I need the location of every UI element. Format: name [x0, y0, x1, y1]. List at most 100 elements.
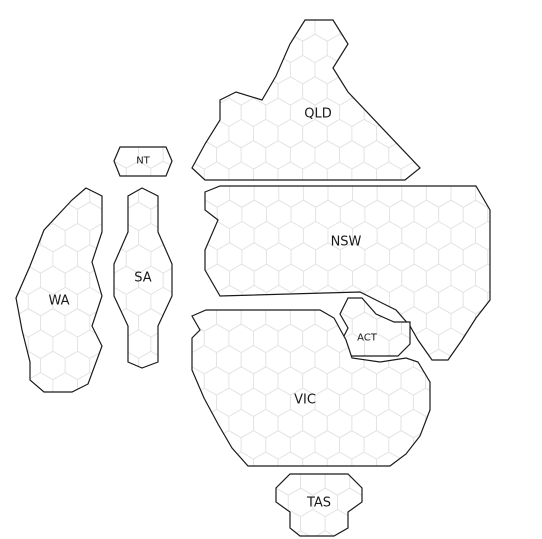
wa-hex-cells — [0, 188, 102, 401]
hex-cell — [462, 186, 489, 187]
hex-cell — [438, 186, 464, 187]
hex-cell — [192, 310, 205, 311]
hex-cell — [16, 265, 17, 296]
region-label-tas: TAS — [306, 496, 331, 511]
hex-cell — [16, 201, 29, 232]
region-label-nt: NT — [136, 156, 150, 167]
hex-cell — [351, 451, 377, 466]
hex-cell — [475, 348, 490, 360]
qld-hex-cells — [155, 0, 451, 180]
hex-cell — [349, 508, 362, 536]
sa-outline — [113, 187, 173, 369]
hex-cell — [326, 20, 353, 21]
hex-cell — [16, 308, 17, 338]
hex-cell — [376, 76, 402, 106]
hex-cell — [376, 161, 402, 180]
hex-cell — [287, 530, 314, 536]
hex-cell — [16, 188, 42, 210]
hex-cell — [361, 487, 362, 518]
region-label-act: ACT — [357, 333, 378, 344]
hex-cell — [412, 20, 420, 42]
region-qld[interactable]: QLD — [155, 0, 450, 190]
hex-cell — [487, 186, 490, 187]
hex-cell — [239, 488, 264, 516]
hex-cell — [487, 284, 490, 315]
hex-cell — [192, 76, 205, 106]
nt-outline — [113, 146, 173, 177]
hex-cell — [205, 263, 206, 294]
wa-outline — [15, 187, 103, 393]
tas-outline — [275, 473, 363, 537]
hex-cell — [114, 329, 127, 359]
hex-cell — [192, 430, 218, 460]
hex-cell — [0, 373, 4, 401]
hex-cell — [16, 188, 29, 189]
hex-cell — [302, 161, 328, 180]
hex-cell — [388, 97, 414, 128]
hex-cell — [192, 20, 205, 21]
hex-cell — [438, 388, 463, 416]
hex-cell — [228, 161, 254, 180]
hex-cell — [155, 119, 180, 147]
hex-cell — [77, 119, 102, 147]
region-label-sa: SA — [134, 271, 151, 286]
hex-cell — [239, 531, 264, 539]
hex-cell — [500, 349, 525, 377]
hex-cell — [253, 161, 279, 180]
hex-cell — [155, 0, 180, 20]
hex-cell — [0, 245, 4, 273]
hex-cell — [192, 451, 205, 466]
hex-cell — [413, 186, 440, 187]
hex-cell — [216, 20, 242, 42]
region-wa[interactable]: WA — [0, 160, 127, 401]
hex-cell — [205, 220, 206, 251]
hex-cell — [363, 54, 390, 85]
hex-cell — [400, 451, 427, 466]
hex-cell — [312, 530, 338, 536]
hex-cell — [426, 119, 451, 147]
hex-cell — [16, 350, 17, 381]
hex-cell — [253, 33, 279, 64]
hex-cell — [412, 54, 420, 85]
hex-cell — [162, 350, 172, 368]
region-label-wa: WA — [48, 294, 69, 309]
hex-cell — [192, 97, 193, 128]
nt-hex-cells — [77, 119, 201, 176]
region-nt[interactable]: NT — [77, 119, 200, 190]
hex-cell — [192, 430, 193, 460]
hex-cell — [425, 451, 430, 466]
hex-cell — [114, 201, 127, 232]
hex-cell — [216, 54, 242, 85]
hex-cell — [388, 54, 414, 85]
hex-cell — [77, 160, 102, 188]
hex-cell — [16, 188, 17, 210]
hex-cell — [276, 474, 277, 496]
hex-cell — [192, 20, 193, 42]
hex-cell — [176, 119, 201, 147]
hex-cell — [412, 97, 420, 128]
hex-cell — [326, 161, 353, 180]
region-label-vic: VIC — [294, 393, 316, 408]
hex-cell — [500, 264, 525, 292]
hex-cell — [487, 242, 490, 272]
hex-cell — [77, 188, 102, 189]
region-label-nsw: NSW — [331, 235, 362, 250]
hex-cell — [277, 20, 304, 21]
hex-cell — [500, 307, 525, 335]
hex-cell — [302, 20, 328, 21]
hex-cell — [192, 344, 193, 375]
hex-cell — [400, 118, 420, 149]
hex-cell — [351, 20, 377, 21]
hex-cell — [192, 54, 193, 85]
hex-cell — [192, 310, 193, 332]
hex-cell — [101, 329, 102, 359]
hex-cell — [0, 287, 4, 315]
hex-cell — [487, 199, 490, 230]
hex-cell — [253, 451, 279, 466]
hex-cell — [150, 147, 172, 148]
hex-cell — [192, 118, 205, 149]
hex-cell — [203, 451, 230, 466]
hex-cell — [155, 367, 180, 395]
hex-cell — [203, 161, 230, 180]
